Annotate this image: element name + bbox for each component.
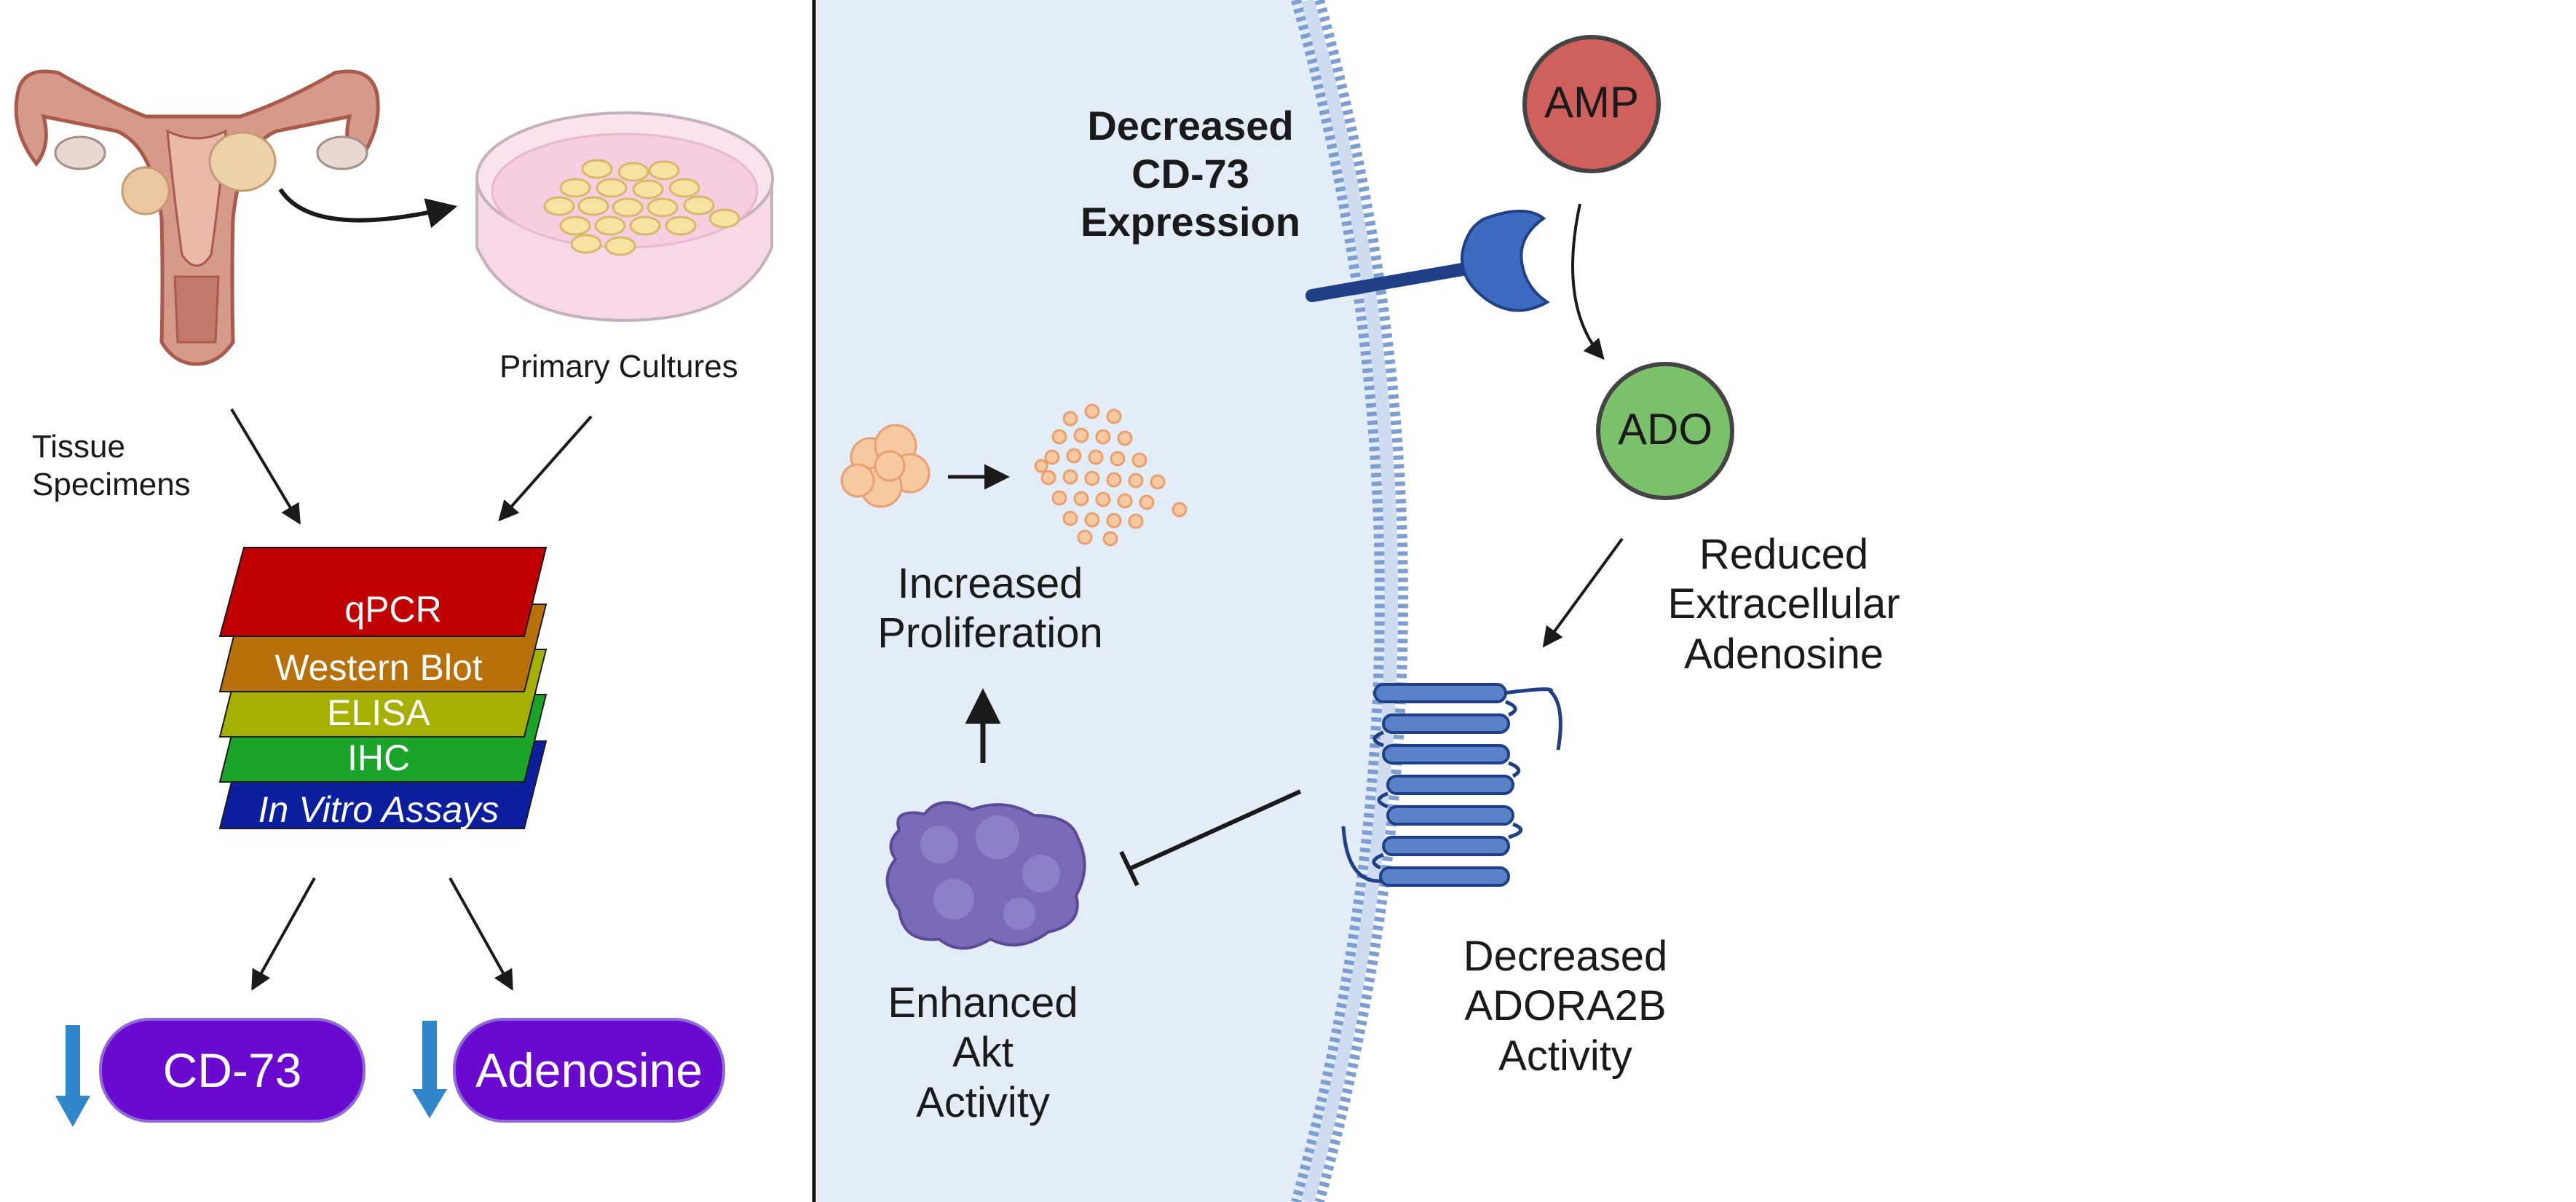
result-adenosine-badge: Adenosine xyxy=(453,1018,725,1123)
assay-label-qpcr: qPCR xyxy=(344,589,442,630)
assay-label-in-vitro: In Vitro Assays xyxy=(258,789,499,830)
primary-cultures-label: Primary Cultures xyxy=(499,349,738,384)
tissue-to-assays-arrow xyxy=(230,408,301,525)
cd73-down-arrow-icon xyxy=(55,1025,90,1127)
cell-cluster-small-icon xyxy=(840,424,931,508)
amp-label: AMP xyxy=(1544,78,1640,127)
tissue-to-culture-arrow xyxy=(278,188,458,229)
increased-proliferation-label: Increased Proliferation xyxy=(877,560,1103,657)
decreased-cd73-label: Decreased CD-73 Expression xyxy=(1080,103,1300,245)
amp-to-ado-arrow xyxy=(1571,203,1605,360)
receptor-inhibits-akt xyxy=(1119,789,1302,887)
ado-circle xyxy=(1596,362,1734,500)
adora2b-receptor-icon xyxy=(1341,683,1562,887)
adenosine-down-arrow-icon xyxy=(412,1021,447,1118)
uterus-icon xyxy=(14,69,380,366)
cell-cluster-large-icon xyxy=(1034,403,1188,547)
assays-to-cd73-arrow xyxy=(251,877,316,991)
ado-to-receptor-arrow xyxy=(1542,537,1624,648)
assays-to-adenosine-arrow xyxy=(449,877,513,991)
reduced-adenosine-label: Reduced Extracellular Adenosine xyxy=(1667,531,1900,678)
cultures-to-assays-arrow xyxy=(498,415,593,522)
amp-circle xyxy=(1522,35,1661,173)
ado-label: ADO xyxy=(1617,405,1713,454)
assay-label-ihc: IHC xyxy=(347,738,411,778)
assay-layer-qpcr xyxy=(218,547,548,637)
akt-protein-icon xyxy=(885,801,1086,950)
tissue-specimens-label: Tissue Specimens xyxy=(32,429,191,502)
result-cd73-badge: CD-73 xyxy=(99,1018,366,1123)
cell-membrane xyxy=(1291,0,1408,1202)
assay-label-elisa: ELISA xyxy=(327,692,430,733)
cd73-enzyme-icon xyxy=(1305,210,1550,312)
assay-label-western-blot: Western Blot xyxy=(274,647,483,688)
enhanced-akt-label: Enhanced Akt Activity xyxy=(888,979,1078,1126)
assay-stack xyxy=(218,547,548,829)
decreased-adora2b-label: Decreased ADORA2B Activity xyxy=(1463,933,1668,1080)
petri-dish-icon xyxy=(475,111,774,323)
